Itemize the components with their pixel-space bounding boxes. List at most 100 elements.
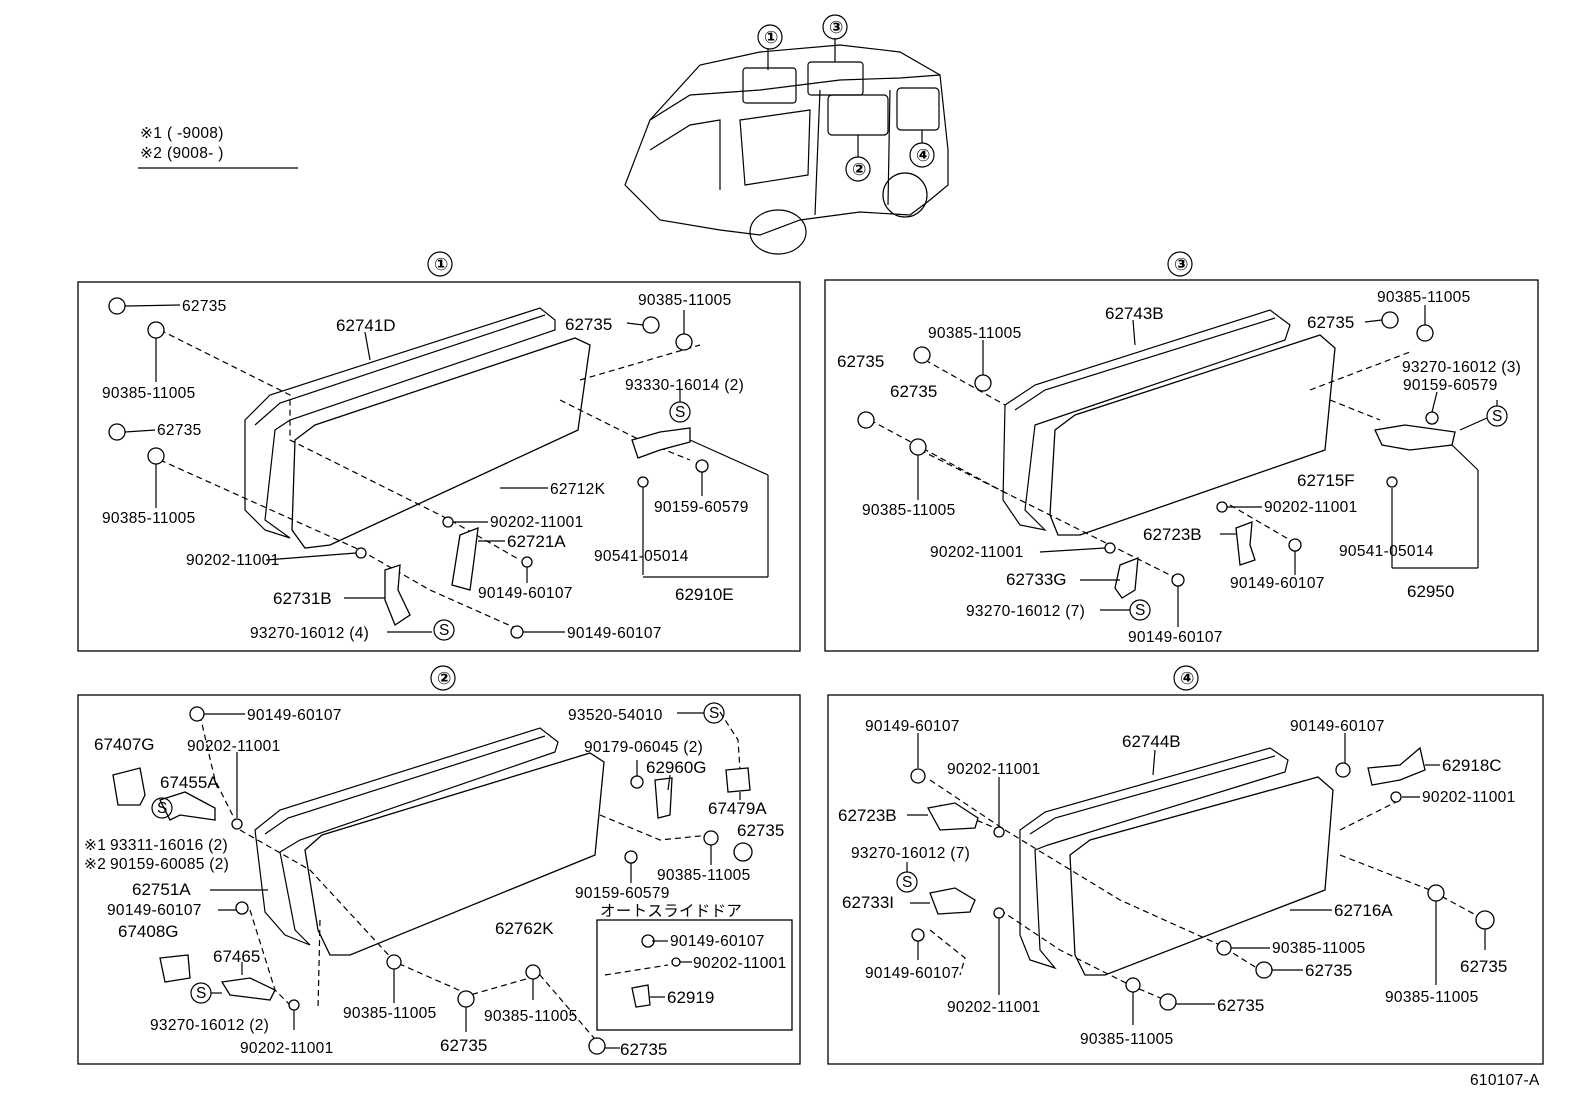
p3-label-c: 62735 bbox=[1307, 313, 1354, 332]
p2-label-w: 90385-11005 bbox=[484, 1008, 578, 1025]
panel-3-frame bbox=[824, 279, 1539, 652]
bracket-62918C bbox=[1367, 746, 1426, 786]
bracket-62733I bbox=[929, 887, 976, 915]
p2-label-q: 67408G bbox=[118, 922, 179, 941]
glass-62715F bbox=[1049, 334, 1336, 536]
p4-label-h: 93270-16012 (7) bbox=[851, 845, 970, 862]
hinge-62950 bbox=[1374, 424, 1456, 451]
cap-62735-p2c bbox=[588, 1037, 606, 1055]
bracket-62733G bbox=[1114, 557, 1139, 599]
panel-1: ① S S bbox=[77, 251, 801, 652]
p4-label-j: 62716A bbox=[1334, 901, 1393, 920]
p1-label-a: 62735 bbox=[182, 298, 227, 315]
svg-text:S: S bbox=[439, 622, 450, 639]
p1-label-o: 90149-60107 bbox=[478, 585, 573, 602]
p3-label-p: 90149-60107 bbox=[1230, 575, 1325, 592]
legend-mark-1: ※1 bbox=[140, 125, 162, 142]
p3-label-d: 90385-11005 bbox=[1377, 289, 1471, 306]
p1-label-m: 90202-11001 bbox=[186, 552, 280, 569]
p2-label-i: 62960G bbox=[646, 758, 707, 777]
auto-slide-door-title: オートスライドドア bbox=[600, 903, 742, 920]
p2-label-c: 67407G bbox=[94, 735, 155, 754]
nut-90385-p4c bbox=[1125, 977, 1141, 993]
p2-label-b: 90202-11001 bbox=[187, 738, 281, 755]
panel-3-title: ③ bbox=[1174, 255, 1188, 274]
bracket-62960G bbox=[654, 777, 673, 819]
cap-62735-c bbox=[642, 316, 660, 334]
svg-text:S: S bbox=[1135, 602, 1146, 619]
bracket-62723B-p4 bbox=[927, 802, 979, 831]
p3-label-n: 90541-05014 bbox=[1339, 543, 1434, 560]
cap-62735-p4c bbox=[1159, 993, 1177, 1011]
bolt-90149-p4b bbox=[1335, 762, 1351, 778]
p2-label-e: 93311-16016 (2) bbox=[110, 837, 228, 854]
svg-text:S: S bbox=[709, 705, 720, 722]
p4-label-a: 90149-60107 bbox=[865, 718, 960, 735]
p3-label-r: 90149-60107 bbox=[1128, 629, 1223, 646]
weatherstrip-62741D bbox=[244, 307, 556, 539]
p1-label-g: 90385-11005 bbox=[638, 292, 732, 309]
window-4-outline bbox=[896, 87, 940, 131]
p3-label-h: 90159-60579 bbox=[1403, 377, 1498, 394]
p2-label-o: 90149-60107 bbox=[107, 902, 202, 919]
window-3-outline bbox=[807, 61, 864, 96]
p2-label-n: 62751A bbox=[132, 880, 191, 899]
hinge-62910E bbox=[631, 427, 691, 459]
p4-label-p: 90385-11005 bbox=[1080, 1031, 1174, 1048]
clip-90202-a bbox=[442, 516, 454, 528]
p4-label-m: 62735 bbox=[1305, 961, 1352, 980]
diagram-id: 610107-A bbox=[1470, 1072, 1540, 1089]
p2-label-k: 62735 bbox=[737, 821, 784, 840]
nut-90385-p3a bbox=[974, 374, 992, 392]
weatherstrip-62744B bbox=[1019, 747, 1289, 970]
cap-62735-p3c bbox=[1381, 311, 1399, 329]
p1-label-q: 62910E bbox=[675, 585, 734, 604]
nut-90385-p3b bbox=[909, 438, 927, 456]
p4-label-i: 62733I bbox=[842, 893, 894, 912]
p2-mark-1: ※1 bbox=[84, 837, 106, 854]
p1-label-k: 62721A bbox=[507, 532, 566, 551]
front-wheel bbox=[749, 209, 807, 255]
nut-90385-p2c bbox=[525, 964, 541, 980]
bolt-90149-p4a bbox=[910, 768, 926, 784]
clip-90202-p3a bbox=[1216, 501, 1228, 513]
bracket-67455A bbox=[159, 791, 216, 821]
legend: ※1 ( -9008) ※2 (9008- ) bbox=[138, 125, 298, 169]
clip-90202-p4a bbox=[993, 826, 1005, 838]
p3-label-i: 90385-11005 bbox=[862, 502, 956, 519]
cap-62735-p3b bbox=[857, 411, 875, 429]
p2-label-z: 90202-11001 bbox=[693, 955, 787, 972]
bracket-62723B bbox=[1235, 521, 1256, 566]
clip-90202-p2b bbox=[288, 999, 300, 1011]
cap-62735-p2b bbox=[457, 990, 475, 1008]
callout-3: ③ bbox=[829, 18, 843, 37]
p2-label-l: 90385-11005 bbox=[657, 867, 751, 884]
p4-label-f: 90202-11001 bbox=[1422, 789, 1516, 806]
p4-label-n: 90202-11001 bbox=[947, 999, 1041, 1016]
callout-4: ④ bbox=[916, 146, 930, 165]
nut-90385-p4a bbox=[1427, 884, 1445, 902]
p2-label-g: 93520-54010 bbox=[568, 707, 663, 724]
p2-label-j: 67479A bbox=[708, 799, 767, 818]
callout-1: ① bbox=[764, 28, 778, 47]
panel-1-frame bbox=[77, 281, 801, 652]
glass-62716A bbox=[1069, 776, 1334, 976]
nut-90385-p3c bbox=[1416, 324, 1434, 342]
panel-2-title: ② bbox=[437, 669, 451, 688]
panel-3: ③ S S bbox=[824, 251, 1539, 652]
p4-label-k: 90149-60107 bbox=[865, 965, 960, 982]
p1-label-c: 62735 bbox=[157, 422, 202, 439]
p3-label-q: 93270-16012 (7) bbox=[966, 603, 1085, 620]
p4-label-e: 62918C bbox=[1442, 756, 1502, 775]
nut-90385-p2a bbox=[703, 830, 719, 846]
p2-label-t: 90202-11001 bbox=[240, 1040, 334, 1057]
panel-4-title: ④ bbox=[1180, 669, 1194, 688]
p1-label-e: 62741D bbox=[336, 316, 396, 335]
window-1-outline bbox=[742, 67, 797, 104]
p3-label-b: 62743B bbox=[1105, 304, 1164, 323]
p3-label-j: 62715F bbox=[1297, 471, 1355, 490]
nut-90385-p4b bbox=[1216, 940, 1232, 956]
p4-label-q: 90385-11005 bbox=[1385, 989, 1479, 1006]
cap-62735-p4b bbox=[1255, 961, 1273, 979]
